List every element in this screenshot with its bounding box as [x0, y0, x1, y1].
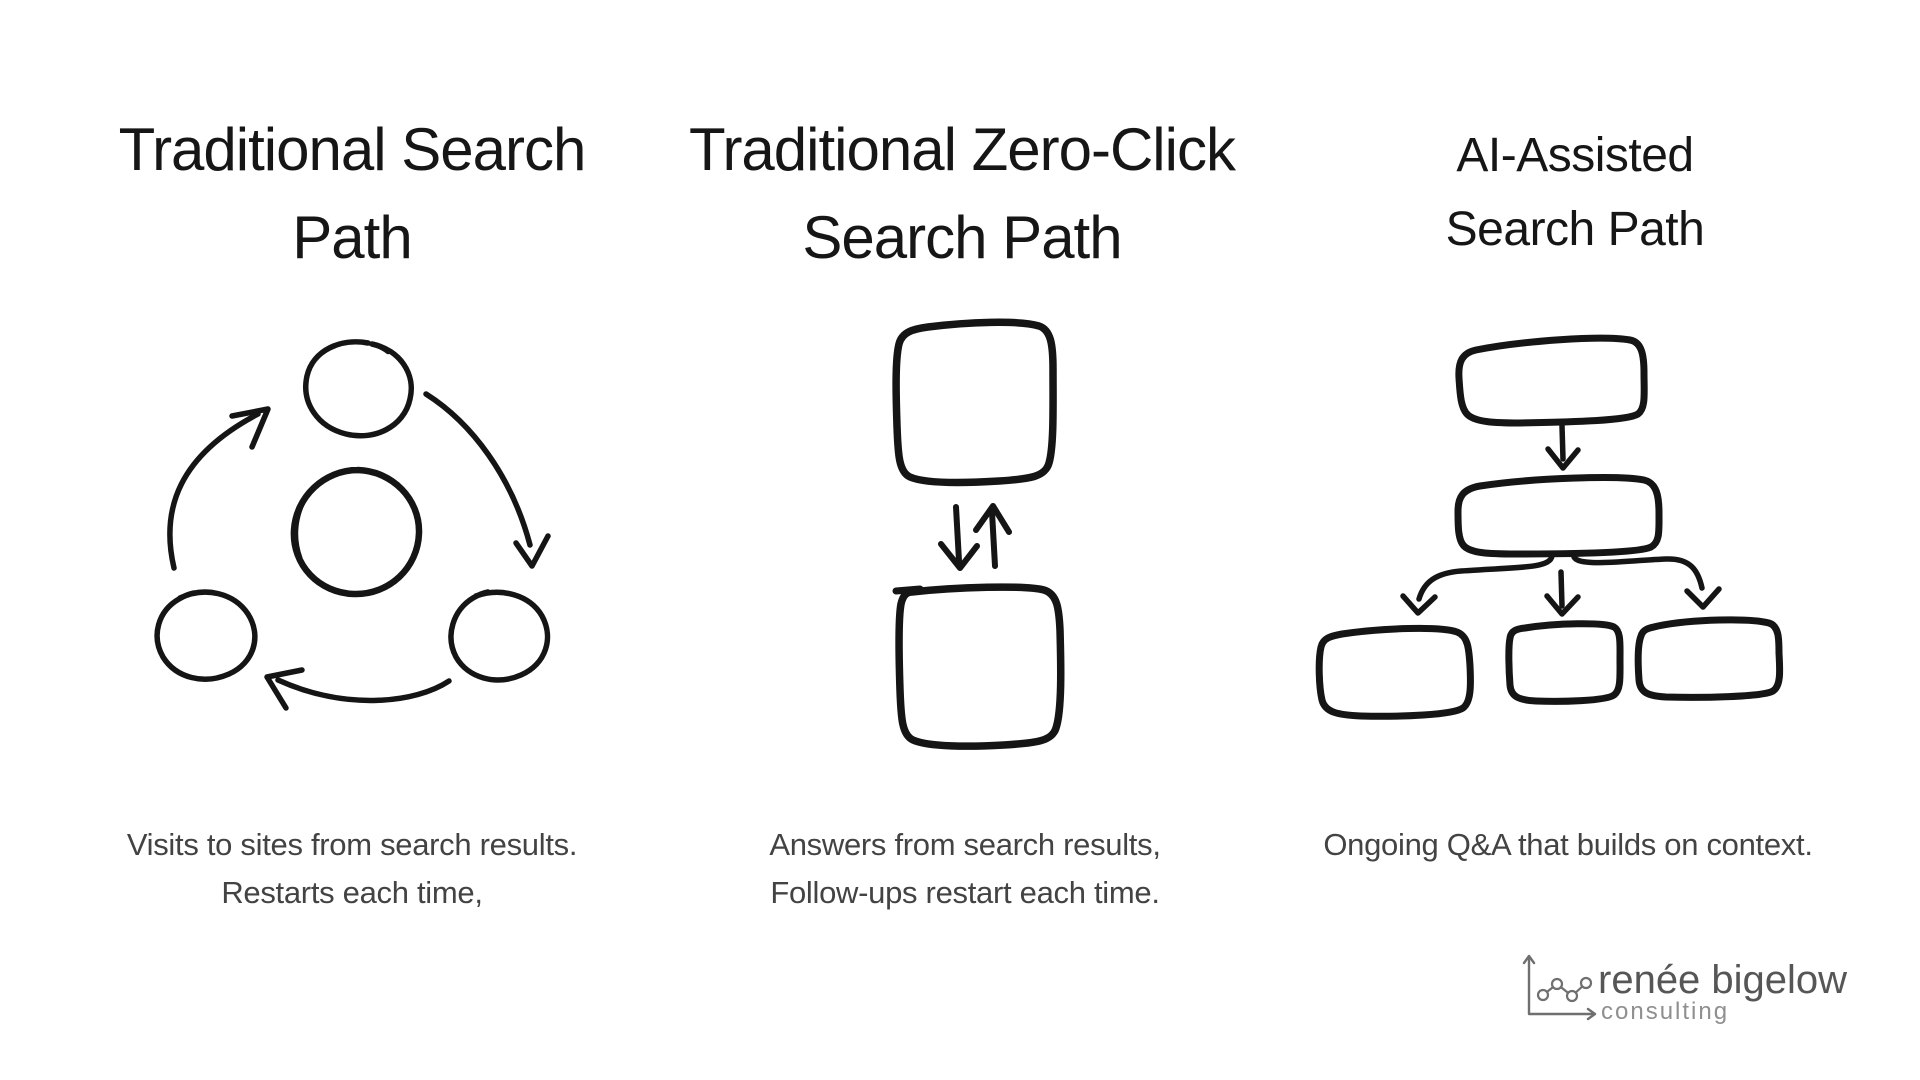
cycle-arrow-left	[167, 411, 261, 571]
cycle-arrow-left-head	[229, 406, 271, 450]
exchange-arrow-down	[953, 504, 962, 564]
exchange-bottom-box	[895, 583, 1065, 750]
exchange-arrow-up-head	[973, 503, 1012, 535]
two-box-exchange-diagram	[892, 318, 1065, 750]
caption-line: Follow-ups restart each time.	[770, 875, 1160, 910]
tree-middle-box	[1454, 474, 1663, 558]
tree-arrow-left-head	[1400, 593, 1438, 616]
title-line: Traditional Search	[118, 116, 587, 183]
tree-diagram	[1315, 334, 1784, 720]
title-line: Search Path	[802, 204, 1122, 271]
caption-traditional-search: Visits to sites from search results. Res…	[72, 821, 632, 917]
title-line: Path	[292, 204, 412, 271]
cycle-top-circle-overlap	[365, 340, 391, 355]
exchange-arrow-down-head	[938, 541, 980, 571]
title-ai-assisted: AI-Assisted Search Path	[1385, 119, 1765, 267]
caption-line: Ongoing Q&A that builds on context.	[1323, 827, 1813, 862]
cycle-bottom-right-circle	[448, 589, 551, 683]
tree-bottom-right-box	[1634, 616, 1784, 701]
title-line: AI-Assisted	[1456, 129, 1694, 182]
cycle-top-circle	[303, 339, 414, 439]
tree-arrow-middle	[1558, 569, 1565, 609]
chart-polyline	[1541, 981, 1588, 998]
exchange-top-box	[892, 318, 1057, 487]
caption-line: Visits to sites from search results.	[126, 827, 578, 862]
exchange-arrow-up	[989, 509, 998, 569]
axis-right-arrowhead	[1586, 1007, 1597, 1021]
cycle-arrow-bottom	[275, 677, 452, 704]
caption-traditional-zero-click: Answers from search results, Follow-ups …	[685, 821, 1245, 917]
tree-arrow-top	[1559, 423, 1566, 462]
line-chart-axes-icon	[1522, 954, 1597, 1021]
logo-descriptor: consulting	[1601, 998, 1730, 1025]
cycle-diagram	[154, 339, 551, 711]
tree-arrow-left	[1416, 553, 1555, 602]
cycle-bottom-left-circle	[154, 589, 258, 682]
caption-line: Restarts each time,	[221, 875, 483, 910]
tree-arrow-right	[1571, 554, 1705, 591]
tree-bottom-left-box	[1315, 624, 1474, 720]
cycle-arrow-bottom-head	[264, 667, 305, 711]
exchange-bottom-box-overshoot	[892, 585, 924, 595]
logo-renee-bigelow: renée bigelow consulting	[1513, 945, 1873, 1035]
cycle-arrow-right	[423, 391, 533, 548]
caption-line: Answers from search results,	[769, 827, 1161, 862]
caption-ai-assisted: Ongoing Q&A that builds on context.	[1280, 821, 1856, 869]
cycle-center-circle-overlap	[293, 477, 326, 561]
tree-arrow-middle-head	[1544, 593, 1581, 617]
title-line: Search Path	[1445, 203, 1705, 256]
tree-arrow-top-head	[1545, 446, 1581, 471]
tree-top-box	[1455, 334, 1648, 427]
cycle-arrow-right-head	[513, 533, 551, 569]
title-traditional-zero-click: Traditional Zero-Click Search Path	[682, 106, 1242, 282]
axes-lines	[1527, 956, 1596, 1016]
axis-up-arrowhead	[1522, 954, 1536, 965]
title-line: Traditional Zero-Click	[689, 116, 1236, 183]
chart-node-circles	[1536, 976, 1593, 1003]
logo-name: renée bigelow	[1598, 958, 1848, 1002]
title-traditional-search: Traditional Search Path	[72, 106, 632, 282]
tree-bottom-middle-box	[1505, 620, 1624, 705]
tree-arrow-right-head	[1684, 586, 1722, 610]
